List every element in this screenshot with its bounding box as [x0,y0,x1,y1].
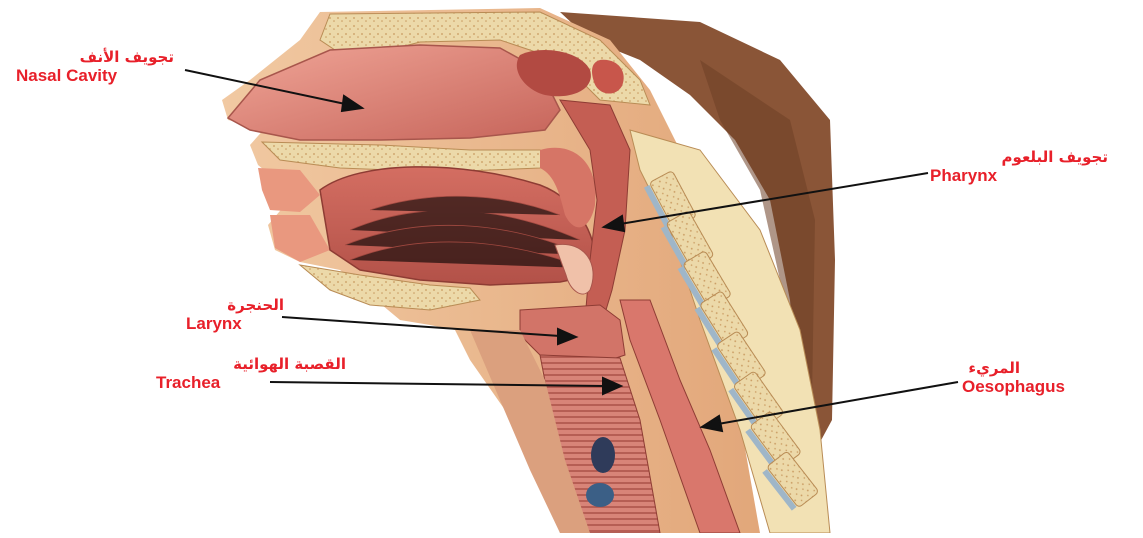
label-pharynx-english: Pharynx [930,166,1108,185]
label-oesophagus: المريء Oesophagus [962,359,1065,396]
label-pharynx-arabic: تجويف البلعوم [930,148,1108,166]
label-oesophagus-arabic: المريء [962,359,1020,377]
label-nasal-cavity-arabic: تجويف الأنف [16,48,174,66]
label-oesophagus-english: Oesophagus [962,377,1065,396]
label-trachea: القصبة الهوائية Trachea [156,355,346,392]
label-larynx: الحنجرة Larynx [186,296,284,333]
label-nasal-cavity: تجويف الأنف Nasal Cavity [16,48,174,85]
vessel-dark [586,483,614,507]
label-nasal-cavity-english: Nasal Cavity [16,66,174,85]
label-pharynx: تجويف البلعوم Pharynx [930,148,1108,185]
label-larynx-arabic: الحنجرة [186,296,284,314]
thyroid-dark [591,437,615,473]
label-larynx-english: Larynx [186,314,284,333]
label-trachea-english: Trachea [156,373,346,392]
label-trachea-arabic: القصبة الهوائية [156,355,346,373]
